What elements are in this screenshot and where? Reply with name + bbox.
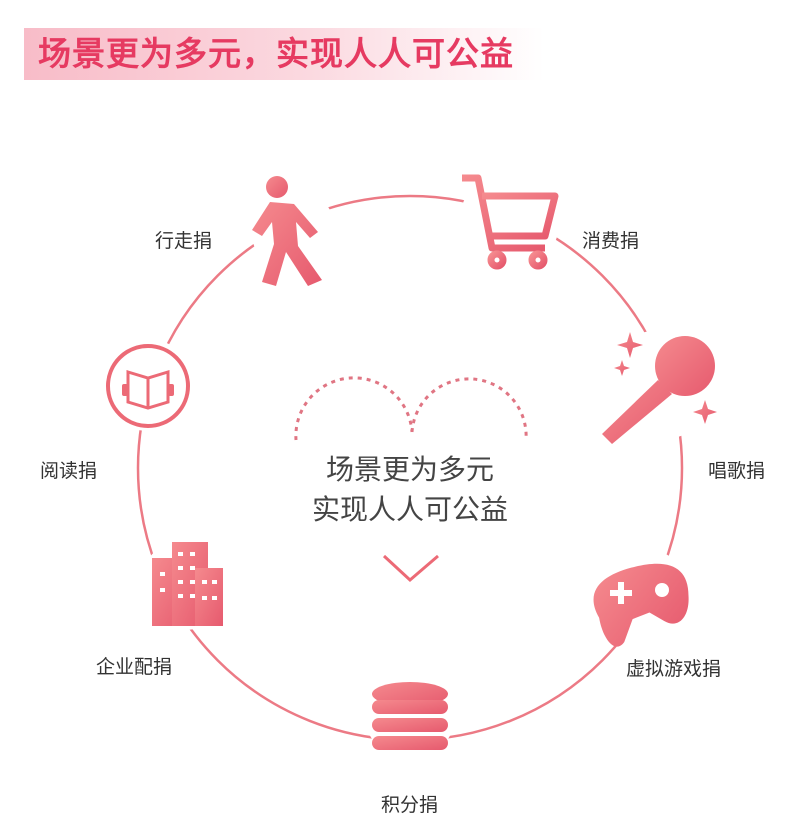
- chevron-down-icon: [382, 554, 439, 583]
- shopping-cart-icon: [462, 174, 559, 270]
- book-icon: [106, 344, 190, 428]
- scene-label-enterprise: 企业配捐: [96, 656, 173, 678]
- center-title-line1: 场景更为多元: [325, 453, 494, 486]
- scene-label-points: 积分捐: [381, 794, 439, 816]
- walking-person-icon: [252, 176, 322, 286]
- microphone-icon: [602, 332, 717, 444]
- scene-label-gaming: 虚拟游戏捐: [626, 658, 722, 680]
- gamepad-icon: [593, 563, 689, 647]
- title-banner: [24, 28, 544, 80]
- center-title-line2: 实现人人可公益: [311, 493, 508, 526]
- scene-label-walking: 行走捐: [155, 230, 213, 252]
- coin-stack-icon: [372, 682, 448, 750]
- building-icon: [152, 542, 223, 626]
- page-title: 场景更为多元，实现人人可公益: [38, 34, 514, 73]
- heart-outline: [294, 376, 528, 441]
- scene-label-reading: 阅读捐: [40, 460, 98, 482]
- scene-label-shopping: 消费捐: [582, 230, 640, 252]
- scene-label-singing: 唱歌捐: [708, 460, 766, 482]
